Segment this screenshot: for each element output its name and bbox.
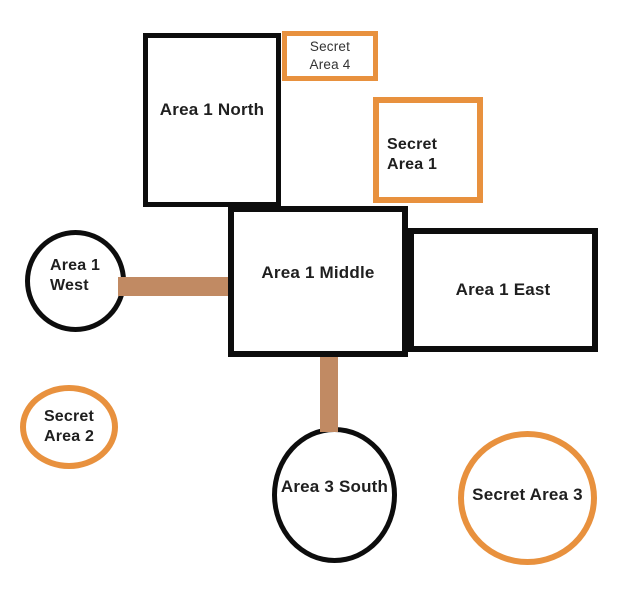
room-label: Secret Area 2 — [43, 408, 95, 445]
room-secret-area-2: Secret Area 2 — [20, 385, 118, 469]
corridor-west-connector — [118, 277, 234, 296]
room-area-1-east: Area 1 East — [408, 228, 598, 352]
room-secret-area-4: Secret Area 4 — [282, 31, 378, 81]
room-label: Area 1 West — [50, 257, 101, 294]
room-area-1-middle: Area 1 Middle — [228, 206, 408, 357]
room-area-1-west: Area 1 West — [25, 230, 126, 332]
room-label: Area 1 Middle — [261, 262, 375, 282]
room-label: Area 1 North — [159, 100, 265, 120]
room-label: Secret Area 1 — [387, 136, 438, 173]
room-area-1-north: Area 1 North — [143, 33, 281, 207]
room-secret-area-3: Secret Area 3 — [458, 431, 597, 565]
room-label: Area 1 East — [455, 280, 551, 300]
room-label: Secret Area 4 — [309, 38, 351, 72]
room-secret-area-1: Secret Area 1 — [373, 97, 483, 203]
room-area-3-south: Area 3 South — [272, 427, 397, 563]
room-label: Secret Area 3 — [472, 485, 583, 505]
room-label: Area 3 South — [280, 477, 389, 497]
corridor-south-connector — [320, 351, 338, 432]
